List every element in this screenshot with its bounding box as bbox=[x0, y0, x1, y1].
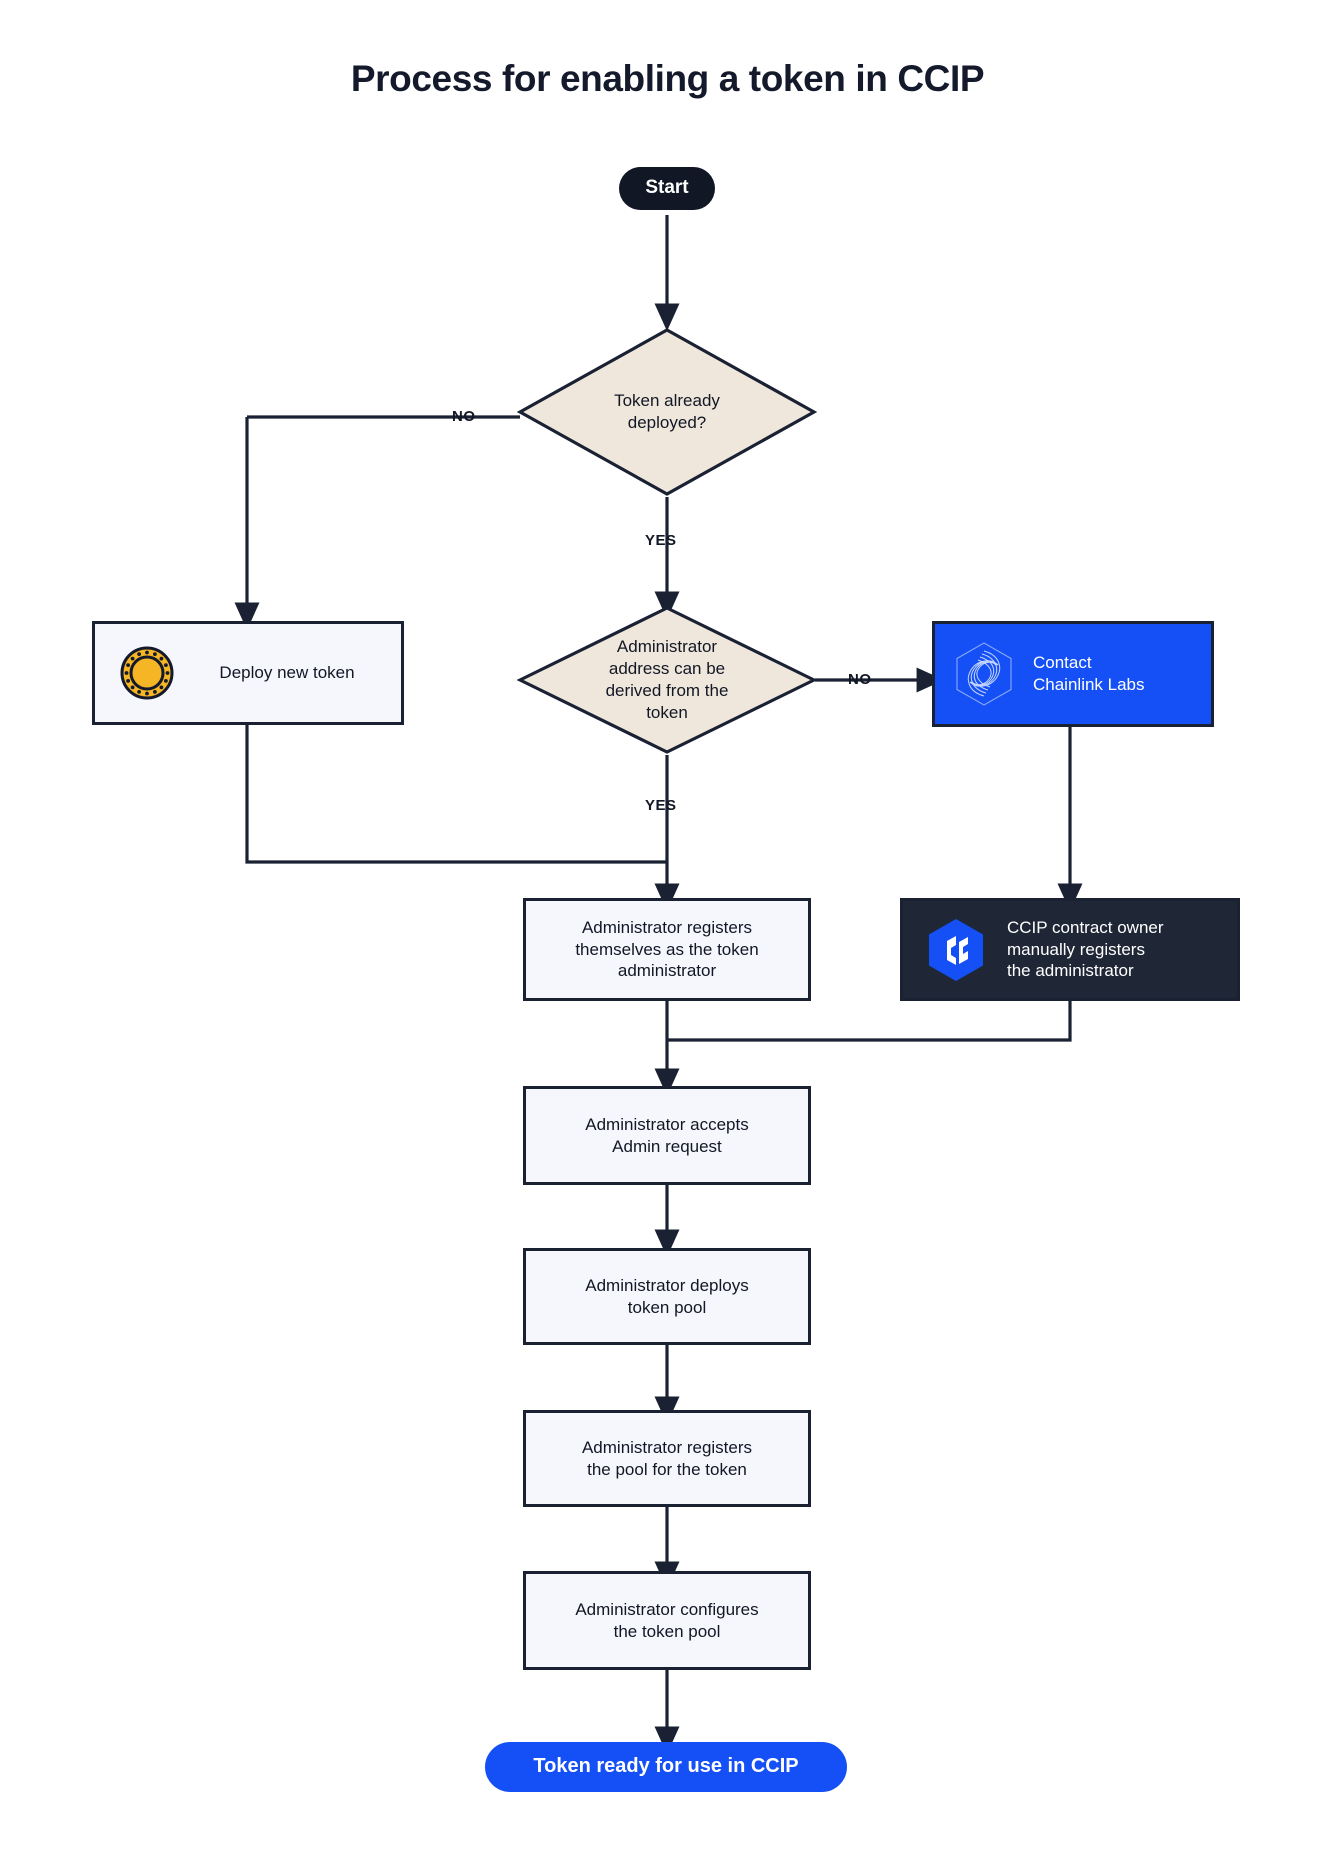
node-end-label: Token ready for use in CCIP bbox=[533, 1755, 799, 1778]
edge-label-deployed-yes: YES bbox=[645, 532, 677, 549]
node-deploy-new-token-label: Deploy new token bbox=[219, 663, 355, 683]
node-decision-token-deployed-label: Token already deployed? bbox=[614, 390, 720, 432]
edge-label-derived-no: NO bbox=[848, 671, 872, 688]
diamond-shape bbox=[517, 328, 817, 496]
node-ccip-owner-registers-label: CCIP contract owner manually registers t… bbox=[1007, 917, 1164, 981]
chainlink-logo-icon bbox=[953, 641, 1015, 707]
page-title: Process for enabling a token in CCIP bbox=[350, 58, 985, 99]
node-start[interactable]: Start bbox=[619, 167, 715, 210]
node-deploy-new-token[interactable]: Deploy new token bbox=[92, 621, 404, 725]
edge-ccip-owner-merge bbox=[667, 1001, 1072, 1042]
edge-label-deployed-no: NO bbox=[452, 408, 476, 425]
edge-label-derived-yes: YES bbox=[645, 797, 677, 814]
gold-coin-icon bbox=[119, 645, 175, 701]
node-admin-registers-pool-label: Administrator registers the pool for the… bbox=[581, 1437, 753, 1479]
ccip-logo-icon bbox=[925, 917, 987, 983]
node-admin-registers-pool[interactable]: Administrator registers the pool for the… bbox=[523, 1410, 811, 1507]
node-start-label: Start bbox=[645, 177, 689, 199]
node-end[interactable]: Token ready for use in CCIP bbox=[485, 1742, 847, 1792]
node-admin-registers-self-label: Administrator registers themselves as th… bbox=[575, 917, 759, 981]
node-admin-deploys-pool[interactable]: Administrator deploys token pool bbox=[523, 1248, 811, 1345]
node-admin-configures-pool-label: Administrator configures the token pool bbox=[575, 1599, 759, 1641]
node-ccip-owner-registers[interactable]: CCIP contract owner manually registers t… bbox=[900, 898, 1240, 1001]
edge-deploy-merge bbox=[245, 725, 667, 864]
node-decision-admin-derived-label: Administrator address can be derived fro… bbox=[605, 636, 729, 723]
diamond-shape bbox=[517, 606, 817, 754]
node-admin-configures-pool[interactable]: Administrator configures the token pool bbox=[523, 1571, 811, 1670]
node-contact-chainlink[interactable]: Contact Chainlink Labs bbox=[932, 621, 1214, 727]
node-admin-registers-self[interactable]: Administrator registers themselves as th… bbox=[523, 898, 811, 1001]
node-admin-accepts[interactable]: Administrator accepts Admin request bbox=[523, 1086, 811, 1185]
node-admin-accepts-label: Administrator accepts Admin request bbox=[585, 1114, 749, 1156]
node-decision-admin-derived[interactable]: Administrator address can be derived fro… bbox=[517, 605, 817, 755]
node-contact-chainlink-label: Contact Chainlink Labs bbox=[1033, 653, 1145, 694]
node-decision-token-deployed[interactable]: Token already deployed? bbox=[517, 327, 817, 497]
node-admin-deploys-pool-label: Administrator deploys token pool bbox=[585, 1275, 749, 1317]
